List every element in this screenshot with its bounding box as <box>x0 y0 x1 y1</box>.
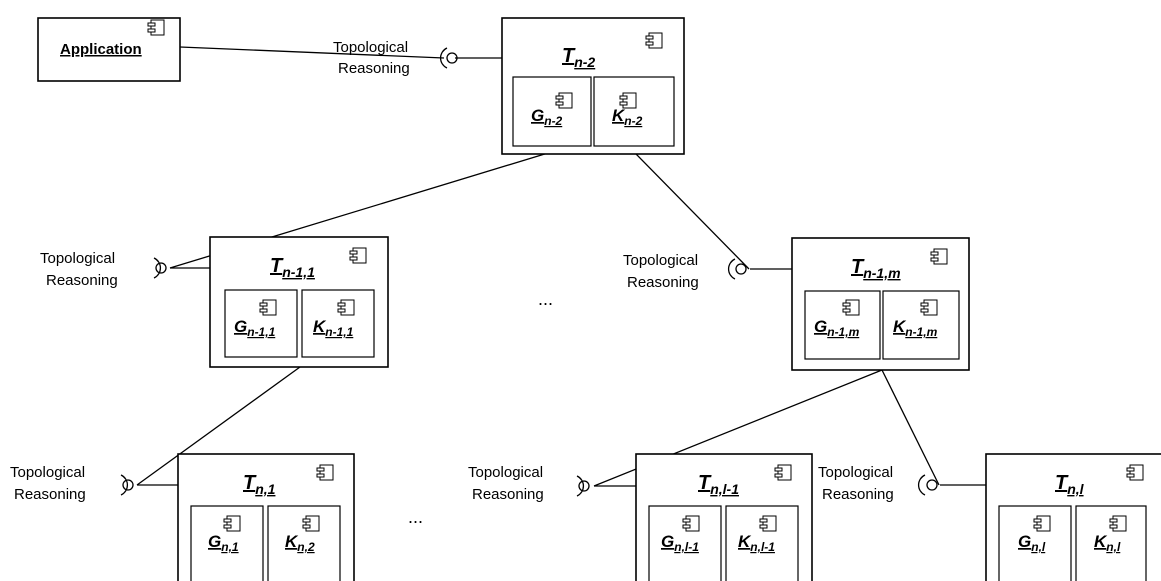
interface-label-n11-line1: Topological <box>40 250 115 267</box>
interface-ball-icon <box>155 262 167 274</box>
interface-n2 <box>439 47 458 69</box>
g-n-1-m-label: Gn-1,m <box>814 317 860 339</box>
interface-label-nl-line1: Topological <box>818 464 893 481</box>
interface-ball-icon <box>122 479 134 491</box>
interface-labels: Topological Reasoning Topological Reason… <box>10 39 894 503</box>
component-icon <box>349 247 367 264</box>
application-component: Application <box>37 17 181 82</box>
component-icon <box>920 299 938 316</box>
component-icon <box>842 299 860 316</box>
t-n-l-label: Tn,l <box>1055 472 1085 497</box>
wire-application-to-tn2 <box>179 46 445 59</box>
g-n-1-1-label: Gn-1,1 <box>234 317 276 339</box>
k-n-l-1-label: Kn,l-1 <box>738 532 775 554</box>
interface-ball-icon <box>446 52 458 64</box>
k-n-1-m-label: Kn-1,m <box>893 317 938 339</box>
component-icon <box>1109 515 1127 532</box>
k-n-l-label: Kn,l <box>1094 532 1121 554</box>
k-n-2b-label: Kn,2 <box>285 532 315 554</box>
component-icon <box>759 515 777 532</box>
g-n-l-1-label: Gn,l-1 <box>661 532 699 554</box>
interface-nl <box>917 474 938 496</box>
interface-n11 <box>153 257 167 279</box>
k-n-2-label: Kn-2 <box>612 106 643 128</box>
component-icon <box>147 19 165 36</box>
component-t-n-1-1: Tn-1,1 Gn-1,1 Kn-1,1 <box>209 236 389 368</box>
interface-n1m <box>727 258 747 280</box>
component-icon <box>930 248 948 265</box>
socket-arc-icon <box>120 474 129 496</box>
ellipsis-row-2: ... <box>538 289 553 309</box>
socket-arc-icon <box>727 258 736 280</box>
k-n-1-1-label: Kn-1,1 <box>313 317 354 339</box>
socket-arc-icon <box>153 257 162 279</box>
t-n-1-1-label: Tn-1,1 <box>270 255 315 280</box>
interface-label-n1-line2: Reasoning <box>14 486 86 503</box>
interface-label-n11-line2: Reasoning <box>46 272 118 289</box>
component-icon <box>337 299 355 316</box>
component-t-n-l: Tn,l Gn,l Kn,l <box>985 453 1161 581</box>
component-t-n-l-1: Tn,l-1 Gn,l-1 Kn,l-1 <box>635 453 813 581</box>
g-n-2-label: Gn-2 <box>531 106 563 128</box>
interface-label-nl-line2: Reasoning <box>822 486 894 503</box>
interface-label-n1m-line1: Topological <box>623 252 698 269</box>
component-icon <box>259 299 277 316</box>
socket-arc-icon <box>917 474 926 496</box>
component-icon <box>619 92 637 109</box>
wire-tn11-to-iface-n1 <box>136 366 301 486</box>
component-icon <box>316 464 334 481</box>
interface-label-n1m-line2: Reasoning <box>627 274 699 291</box>
interface-label-n2-line1: Topological <box>333 39 408 56</box>
interface-nl1 <box>576 475 590 497</box>
component-icon <box>1033 515 1051 532</box>
interface-label-n1-line1: Topological <box>10 464 85 481</box>
component-icon <box>223 515 241 532</box>
component-icon <box>555 92 573 109</box>
component-t-n-1: Tn,1 Gn,1 Kn,2 <box>177 453 355 581</box>
socket-arc-icon <box>439 47 448 69</box>
application-label: Application <box>60 41 142 58</box>
interface-n1 <box>120 474 134 496</box>
interface-label-nl1-line1: Topological <box>468 464 543 481</box>
socket-arc-icon <box>576 475 585 497</box>
t-n-1-m-label: Tn-1,m <box>851 256 901 281</box>
component-icon <box>302 515 320 532</box>
interface-label-nl1-line2: Reasoning <box>472 486 544 503</box>
component-t-n-1-m: Tn-1,m Gn-1,m Kn-1,m <box>791 237 970 371</box>
wire-tn2-to-iface-n1m <box>634 152 750 270</box>
wire-tn1m-to-iface-nl <box>881 369 940 486</box>
g-n-l-label: Gn,l <box>1018 532 1046 554</box>
interface-ball-icon <box>578 480 590 492</box>
t-n-l-1-label: Tn,l-1 <box>698 472 739 497</box>
interface-ball-icon <box>735 263 747 275</box>
ellipsis-row-3: ... <box>408 507 423 527</box>
g-n-1-label: Gn,1 <box>208 532 239 554</box>
component-t-n-2: Tn-2 Gn-2 Kn-2 <box>501 17 685 155</box>
t-n-1-label: Tn,1 <box>243 472 276 497</box>
component-icon <box>682 515 700 532</box>
interface-ball-icon <box>926 479 938 491</box>
component-icon <box>774 464 792 481</box>
interface-label-n2-line2: Reasoning <box>338 60 410 77</box>
t-n-2-label: Tn-2 <box>562 45 595 70</box>
component-icon <box>645 32 663 49</box>
component-icon <box>1126 464 1144 481</box>
